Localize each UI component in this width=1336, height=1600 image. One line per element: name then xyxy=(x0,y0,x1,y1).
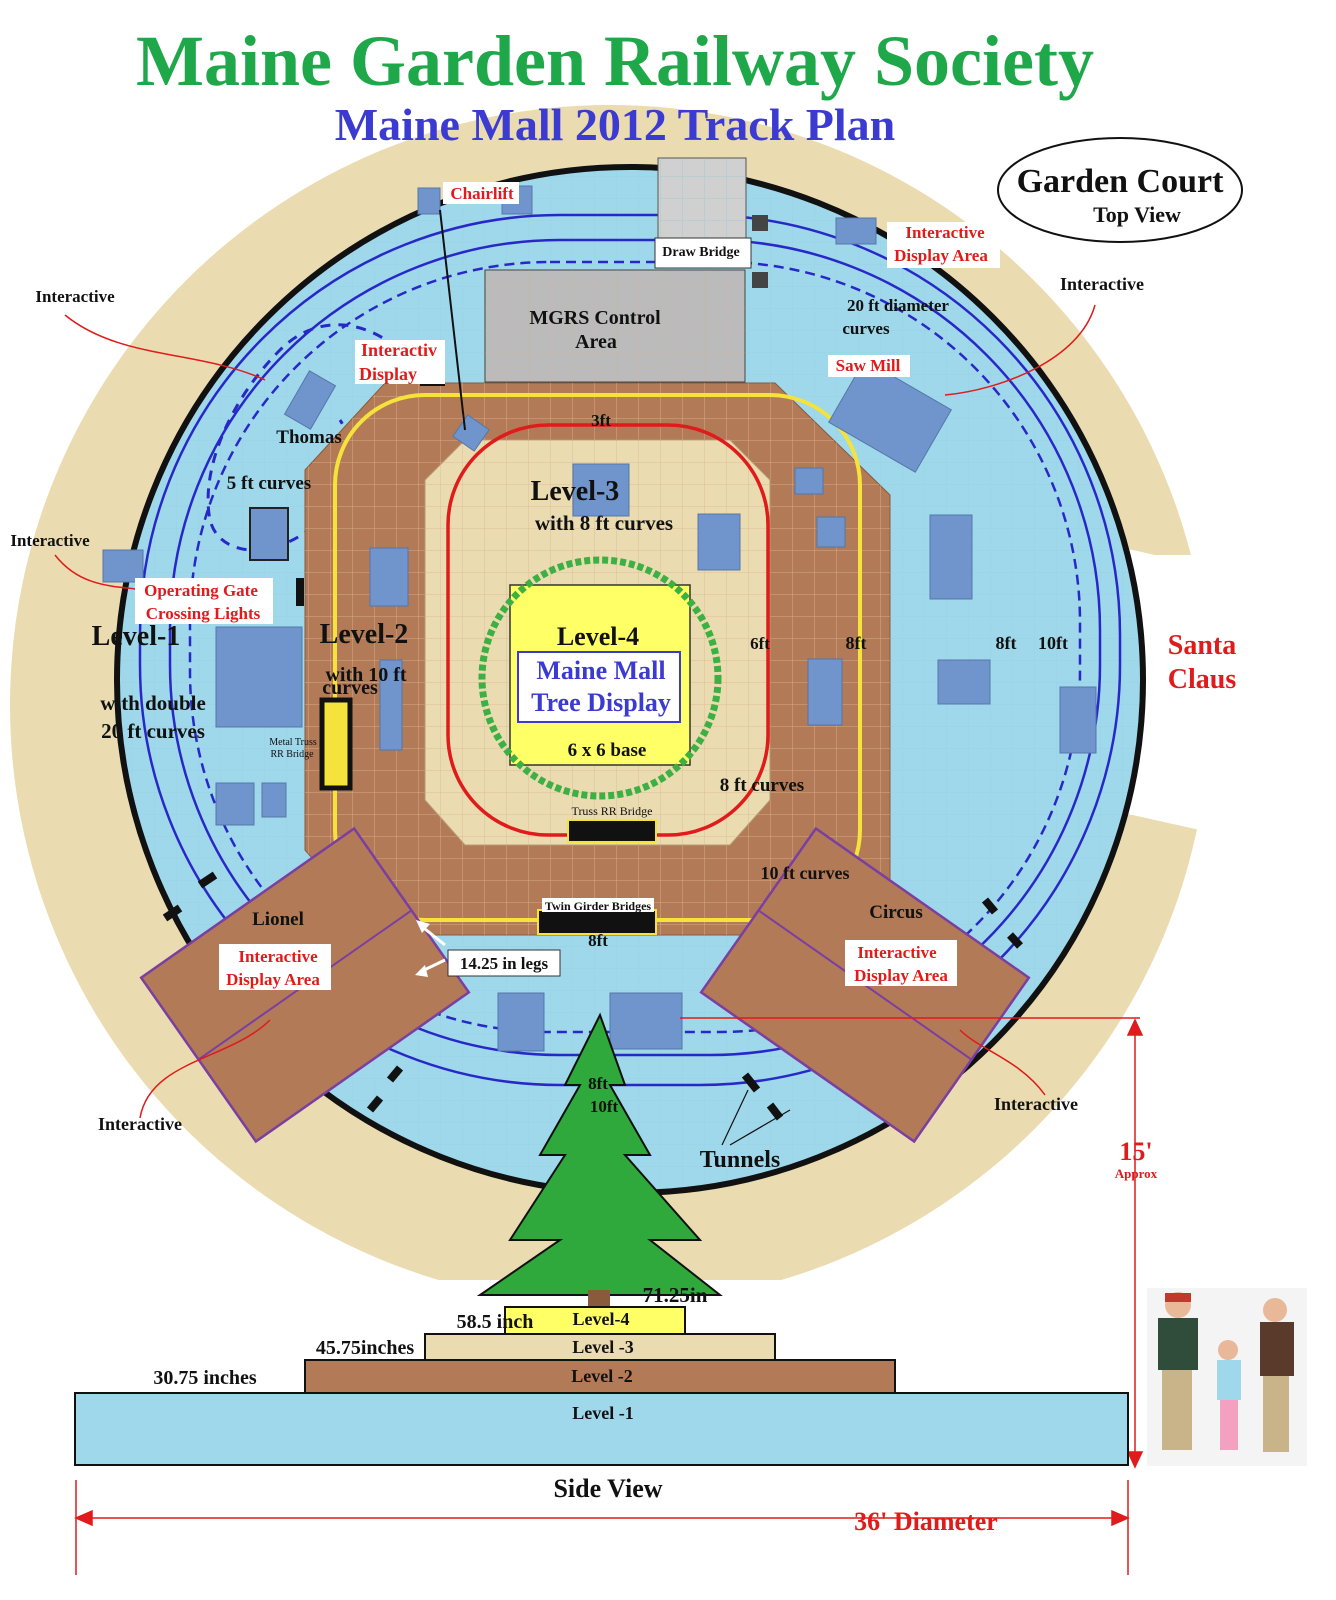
interactive-label-tl: Interactive xyxy=(35,287,115,306)
legs-callout xyxy=(415,920,561,977)
garden-court-subtitle: Top View xyxy=(1093,202,1181,227)
base-label: 6 x 6 base xyxy=(568,740,647,761)
outer-track-loops xyxy=(138,213,1122,1087)
tunnels-label: Tunnels xyxy=(700,1147,781,1173)
side-view xyxy=(74,1306,1129,1466)
bridges xyxy=(319,697,657,935)
side-width-label-4: 71.25in xyxy=(643,1283,708,1307)
operating-gate-1: Operating Gate xyxy=(144,581,258,600)
display-area-bl-1: Interactive xyxy=(238,947,318,966)
truss-rr-bridge-label: Truss RR Bridge xyxy=(572,804,653,818)
eight-ft-label-b: 8ft xyxy=(996,633,1017,653)
ten-ft-label-b: 10ft xyxy=(590,1097,619,1116)
control-area-label-1: MGRS Control xyxy=(529,307,661,329)
page-subtitle: Maine Mall 2012 Track Plan xyxy=(335,99,896,150)
display-area-bl-2: Display Area xyxy=(226,970,320,989)
level1-sub-label-1: with double xyxy=(100,691,206,715)
side-level3 xyxy=(424,1333,776,1361)
level1-label: Level-1 xyxy=(92,621,181,652)
ten-ft-curves-label: 10 ft curves xyxy=(761,863,850,883)
height-label: 15' xyxy=(1119,1137,1152,1166)
height-approx-label: Approx xyxy=(1115,1166,1158,1181)
saw-mill-label: Saw Mill xyxy=(836,356,901,375)
side-level1 xyxy=(74,1392,1129,1466)
eight-ft-label-a: 8ft xyxy=(846,633,867,653)
tree-display-label-2: Tree Display xyxy=(531,688,671,717)
diameter-label: 36' Diameter xyxy=(854,1507,998,1536)
level2-sub-label-2: curves xyxy=(322,677,378,699)
tree-ring xyxy=(478,556,722,800)
side-width-label-1: 30.75 inches xyxy=(153,1367,257,1389)
side-view-title: Side View xyxy=(553,1474,662,1503)
level2-sub-label-1: with 10 ft xyxy=(325,664,406,686)
twin-girder-label: Twin Girder Bridges xyxy=(545,899,652,913)
side-width-label-3: 58.5 inch xyxy=(457,1311,534,1333)
diameter-curves-2: curves xyxy=(842,319,890,338)
interactive-label-bl: Interactive xyxy=(98,1114,182,1134)
legs-label: 14.25 in legs xyxy=(460,954,549,973)
three-ft-label: 3ft xyxy=(591,411,611,430)
interactive-label-br: Interactive xyxy=(994,1094,1078,1114)
eight-ft-label-c: 8ft xyxy=(588,931,608,950)
people-figures-icon xyxy=(1147,1288,1307,1466)
display-area-br-1: Interactive xyxy=(857,943,937,962)
interactive-label-tr: Interactive xyxy=(1060,274,1144,294)
display-area-tl-1: Interactiv xyxy=(361,340,437,360)
scenery-blocks xyxy=(102,185,1097,1052)
operating-gate-2: Crossing Lights xyxy=(146,604,261,623)
eight-ft-curves-label: 8 ft curves xyxy=(720,775,804,796)
garden-court-oval xyxy=(997,137,1243,243)
display-area-tr-1: Interactive xyxy=(905,223,985,242)
circus-label: Circus xyxy=(869,902,922,923)
metal-truss-label-1: Metal Truss xyxy=(269,737,317,748)
display-area-tl-2: Display xyxy=(359,364,417,384)
level4-label: Level-4 xyxy=(557,622,639,651)
six-ft-label: 6ft xyxy=(750,634,770,653)
five-ft-curves-label: 5 ft curves xyxy=(227,473,311,494)
thomas-station xyxy=(249,507,289,561)
height-arrow xyxy=(1126,1018,1144,1469)
control-area-label-2: Area xyxy=(575,331,617,353)
display-area-tr-2: Display Area xyxy=(894,246,988,265)
side-level-label-4: Level-4 xyxy=(573,1309,630,1329)
side-width-label-2: 45.75inches xyxy=(316,1337,415,1359)
draw-bridge-label: Draw Bridge xyxy=(662,245,739,260)
display-area-br-2: Display Area xyxy=(854,966,948,985)
draw-bridge-area xyxy=(654,157,768,288)
page-title: Maine Garden Railway Society xyxy=(136,21,1094,101)
level3-label: Level-3 xyxy=(531,476,620,507)
level2-label: Level-2 xyxy=(320,619,409,650)
callout-lines xyxy=(54,304,1140,1119)
ten-ft-label: 10ft xyxy=(1038,633,1068,653)
garden-court-title: Garden Court xyxy=(1017,163,1225,200)
mgrs-control-area xyxy=(484,269,746,383)
tunnel-pointers xyxy=(721,1089,791,1146)
thomas-label: Thomas xyxy=(276,427,341,448)
tree-display-box xyxy=(517,651,681,723)
eight-ft-label-d: 8ft xyxy=(588,1074,608,1093)
level1-sub-label-2: 20 ft curves xyxy=(101,719,205,743)
santa-label-2: Claus xyxy=(1168,664,1237,695)
level3-sub-label: with 8 ft curves xyxy=(535,511,673,535)
side-level4 xyxy=(504,1306,686,1335)
diameter-curves-1: 20 ft diameter xyxy=(847,296,949,315)
diameter-arrow xyxy=(74,1480,1130,1575)
chairlift-line xyxy=(439,209,466,431)
metal-truss-label-2: RR Bridge xyxy=(270,749,314,760)
side-level-label-1: Level -1 xyxy=(572,1403,633,1423)
santa-label-1: Santa xyxy=(1168,630,1236,661)
chairlift-label: Chairlift xyxy=(450,184,514,203)
interactive-label-l: Interactive xyxy=(10,531,90,550)
tree-display-label-1: Maine Mall xyxy=(536,656,665,685)
side-level-label-3: Level -3 xyxy=(572,1337,633,1357)
side-level-label-2: Level -2 xyxy=(571,1366,632,1386)
lionel-label: Lionel xyxy=(252,909,304,930)
